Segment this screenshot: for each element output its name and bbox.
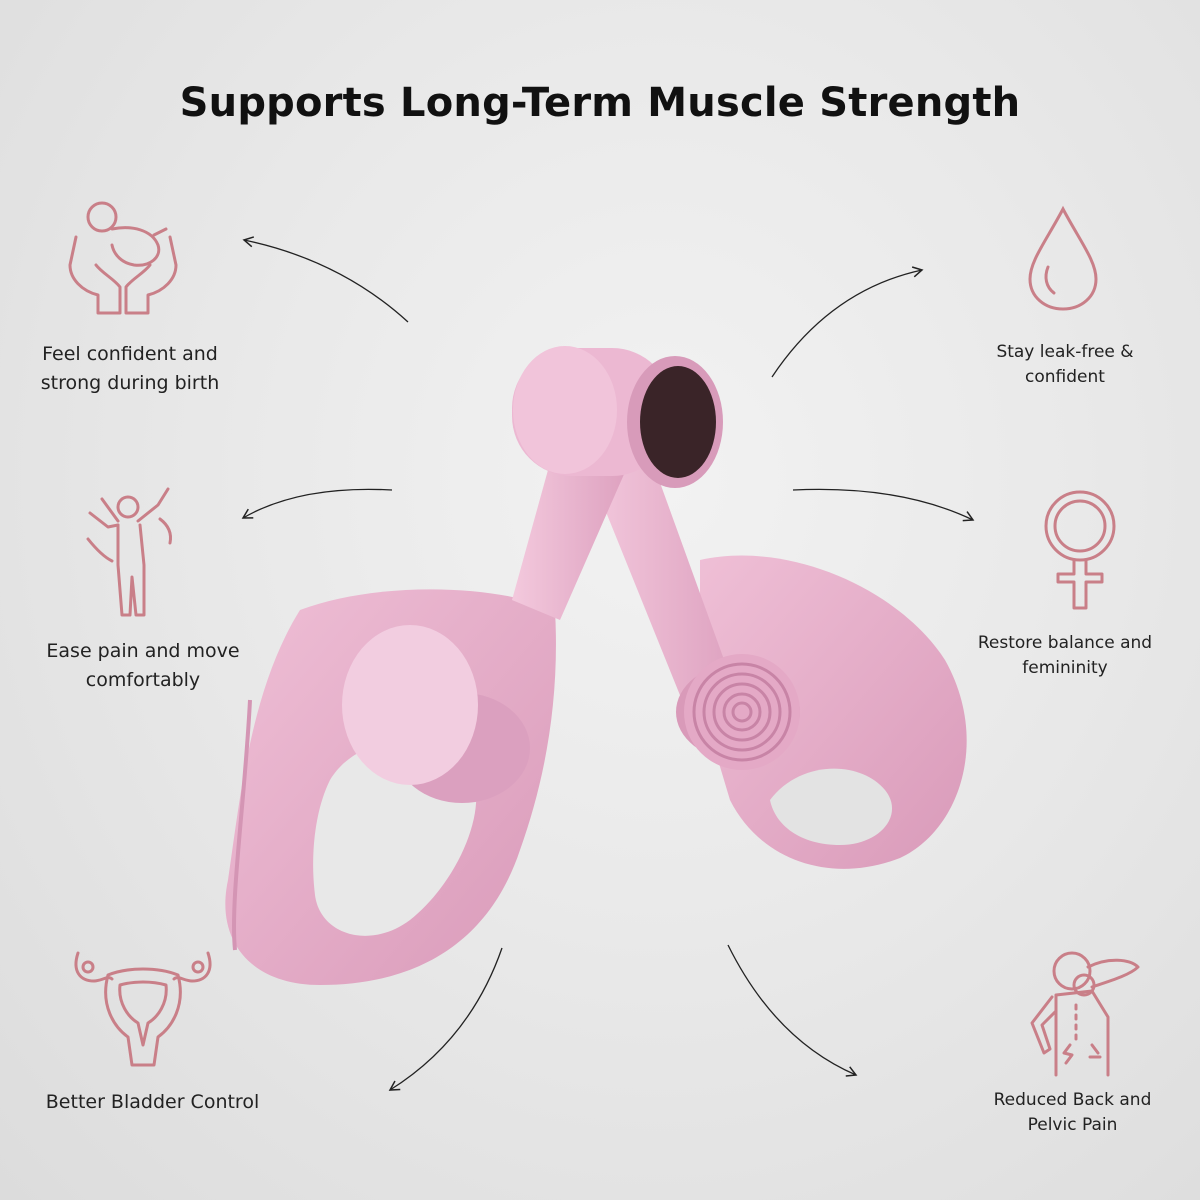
arrow-top-left bbox=[242, 236, 409, 323]
benefit-birth-label: Feel confident and strong during birth bbox=[40, 343, 220, 394]
arrow-top-right bbox=[771, 266, 924, 378]
product-hinge bbox=[512, 346, 723, 488]
stretching-person-icon bbox=[86, 487, 172, 617]
baby-in-hands-icon bbox=[68, 201, 178, 315]
benefit-balance-label: Restore balance and femininity bbox=[977, 633, 1153, 678]
female-symbol-icon bbox=[1044, 490, 1116, 610]
product-round-pad bbox=[342, 625, 530, 803]
benefit-leak-free-label: Stay leak-free & confident bbox=[996, 342, 1134, 387]
arrow-bottom-left bbox=[388, 947, 503, 1091]
arrow-bottom-right bbox=[727, 944, 858, 1077]
arrow-mid-left bbox=[241, 488, 393, 519]
page-title: Supports Long-Term Muscle Strength bbox=[179, 80, 1021, 126]
product-right-arm bbox=[585, 455, 735, 720]
benefit-pain-label: Ease pain and move comfortably bbox=[46, 640, 240, 691]
benefit-back-pain-label: Reduced Back and Pelvic Pain bbox=[993, 1090, 1152, 1135]
uterus-icon bbox=[74, 951, 212, 1067]
arrows bbox=[241, 236, 975, 1091]
water-drop-icon bbox=[1028, 205, 1098, 311]
back-pain-icon bbox=[1030, 951, 1140, 1077]
product-ring-pad bbox=[676, 654, 800, 770]
arrow-mid-right bbox=[792, 488, 975, 522]
benefit-bladder-label: Better Bladder Control bbox=[45, 1091, 260, 1113]
product-left-arm bbox=[512, 470, 625, 620]
product-right-wing bbox=[700, 555, 967, 869]
